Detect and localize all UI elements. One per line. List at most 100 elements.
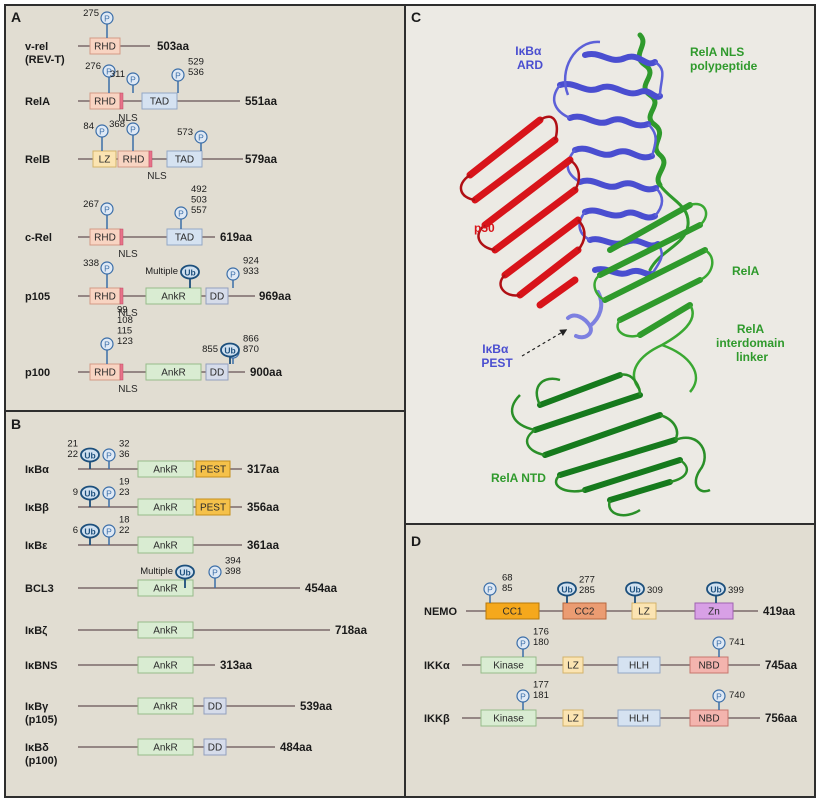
panel-a-crel-phospho-site-1-line: 503: [191, 195, 207, 206]
panel-a-relb-phospho-1-circle: [126, 122, 140, 136]
panel-d-ikk-domain-nbd-label: NBD: [698, 714, 719, 725]
panel-d-frame: [404, 523, 816, 798]
panel-b-bcl3-phospho-0-letter: P: [212, 568, 218, 578]
panel-a-rela-phospho-0-circle: [102, 64, 116, 78]
panel-a-relb-domain-rhd-label: RHD: [123, 155, 145, 166]
panel-a-p100-domain-dd-label: DD: [210, 368, 224, 379]
panel-d-nemo-phospho-site-0-line: 85: [502, 583, 513, 594]
panel-d-ikk-domain-hlh: [617, 709, 661, 727]
panel-a-p105-phospho-0-circle: [100, 261, 114, 275]
panel-a-vrel-domain-rhd: [89, 37, 121, 55]
pest-arrow: [521, 329, 568, 357]
panel-a-crel-domain-rhd-label: RHD: [94, 233, 116, 244]
panel-d-ikk-domain-nbd-label: NBD: [698, 661, 719, 672]
panel-d-nemo-ub-0-letter: Ub: [561, 585, 572, 595]
panel-d-ikk-domain-hlh-label: HLH: [629, 714, 649, 725]
panel-a-p100-ub-0-oval: [220, 342, 240, 358]
panel-b-ib-ub-0-oval: [80, 485, 100, 501]
panel-b-ib-ub-0-oval: [80, 447, 100, 463]
panel-a-rela-phospho-site-0: 276: [85, 61, 101, 72]
panel-b-ib-ub-label-0-line: 22: [67, 449, 78, 460]
panel-b-ib-phospho-0-circle: [102, 448, 116, 462]
panel-a-vrel-name-sub: (REV-T): [25, 54, 65, 66]
panel-b-ib-domain-ankr: [137, 621, 194, 639]
panel-b-ibns-domain-ankr-label: AnkR: [153, 661, 177, 672]
panel-a-frame: [4, 4, 406, 412]
panel-a-p105-ub-label-0-line: Multiple: [145, 266, 178, 277]
panel-a-p100-domain-ankr: [145, 363, 202, 381]
panel-b-ib-domain-ankr: [137, 498, 194, 516]
panel-b-ib-domain-ankr: [137, 460, 194, 478]
panel-a-p105-phospho-site-0: 338: [83, 258, 99, 269]
panel-a-rela-phospho-2-circle: [171, 68, 185, 82]
panel-d-ikk-domain-hlh: [617, 656, 661, 674]
panel-b-ib-name: IκBζ: [25, 625, 47, 637]
panel-a-p100-phospho-site-0-line: 115: [117, 326, 132, 337]
panel-a-rela-phospho-0-letter: P: [106, 67, 112, 77]
panel-b-ib-length: 539aa: [300, 701, 333, 713]
panel-d-nemo-domain-zn: [694, 602, 734, 620]
panel-a-crel-nls-mark: [119, 228, 124, 246]
panel-d-ikk-phospho-site-0-line: 176: [533, 627, 549, 638]
panel-b-ib-phospho-site-0-line: 32: [119, 439, 130, 450]
panel-d-ikk-phospho-1-circle: [712, 636, 726, 650]
panel-b-ib-domain-ankr-label: AnkR: [153, 503, 177, 514]
label-ikba-pest-line2: PEST: [481, 356, 513, 370]
panel-a-p105-length: 969aa: [259, 291, 292, 303]
panel-d-ikk-domain-lz-label: LZ: [567, 714, 579, 725]
panel-a-vrel-length: 503aa: [157, 41, 190, 53]
panel-c-frame: [404, 4, 816, 525]
panel-a-relb-phospho-2-letter: P: [198, 133, 204, 143]
panel-a-vrel-phospho-site-0-line: 275: [83, 8, 99, 19]
panel-b-ib-name: IκBε: [25, 540, 48, 552]
panel-a-rela-phospho-2-letter: P: [175, 71, 181, 81]
panel-a-p100-phospho-site-0-line: 99: [117, 305, 128, 316]
panel-a-p100-ub-0-letter: Ub: [224, 346, 235, 356]
panel-d-nemo-ub-1-letter: Ub: [629, 585, 640, 595]
panel-b-ib-ub-0-letter: Ub: [84, 451, 95, 461]
panel-a-p105-phospho-1-letter: P: [230, 270, 236, 280]
panel-a-rela-nls-label: NLS: [118, 113, 138, 124]
panel-a-p105-phospho-1-circle: [226, 267, 240, 281]
panel-b-ib-length: 484aa: [280, 742, 313, 754]
panel-a-rela-phospho-site-0-line: 276: [85, 61, 101, 72]
panel-a-letter: A: [11, 9, 21, 25]
panel-a-p100-phospho-site-0-line: 123: [117, 336, 133, 347]
panel-b-ib-length: 356aa: [247, 502, 280, 514]
panel-a-relb-length: 579aa: [245, 154, 278, 166]
panel-a-p100-ub-label-0-line: 855: [202, 344, 218, 355]
panel-b-ib-domain-dd-label: DD: [208, 702, 222, 713]
panel-a-rela-phospho-site-2-line: 529: [188, 57, 204, 68]
panel-b-ib-name: IκBγ: [25, 701, 49, 713]
panel-b-ib-phospho-site-0-line: 22: [119, 525, 130, 536]
panel-a-relb-phospho-site-0: 84: [83, 121, 94, 132]
panel-b-ib-name: IκBβ: [25, 502, 49, 514]
panel-a-relb-domain-lz: [92, 150, 117, 168]
structure-illustration: [459, 32, 714, 517]
panel-d-nemo-domain-lz-label: LZ: [638, 607, 650, 618]
ikba-ard-loops: [552, 40, 664, 275]
panel-d-ikk-phospho-site-1: 740: [729, 690, 745, 701]
label-rela-nls-line1: RelA NLS: [690, 45, 744, 59]
panel-d-nemo-ub-2-letter: Ub: [710, 585, 721, 595]
panel-d-ikk-name: IKKβ: [424, 713, 450, 725]
panel-a-rela-phospho-1-circle: [126, 72, 140, 86]
panel-b-bcl3-ub-label-0-line: Multiple: [140, 566, 173, 577]
panel-a-crel-phospho-0-circle: [100, 202, 114, 216]
panel-d-nemo-ub-label-2-line: 399: [728, 585, 744, 596]
panel-b-bcl3-phospho-site-0-line: 394: [225, 556, 241, 567]
panel-b-ib-domain-dd: [203, 738, 227, 756]
panel-a-p100-domain-ankr-label: AnkR: [161, 368, 185, 379]
panel-a-relb-phospho-0-circle: [95, 124, 109, 138]
panel-b-ibns-length: 313aa: [220, 660, 253, 672]
panel-a-crel-name: c-Rel: [25, 232, 52, 244]
panel-a-rela-phospho-1-letter: P: [130, 75, 136, 85]
panel-d-ikk-domain-nbd: [689, 709, 729, 727]
panel-a-p105-domain-rhd-label: RHD: [94, 292, 116, 303]
